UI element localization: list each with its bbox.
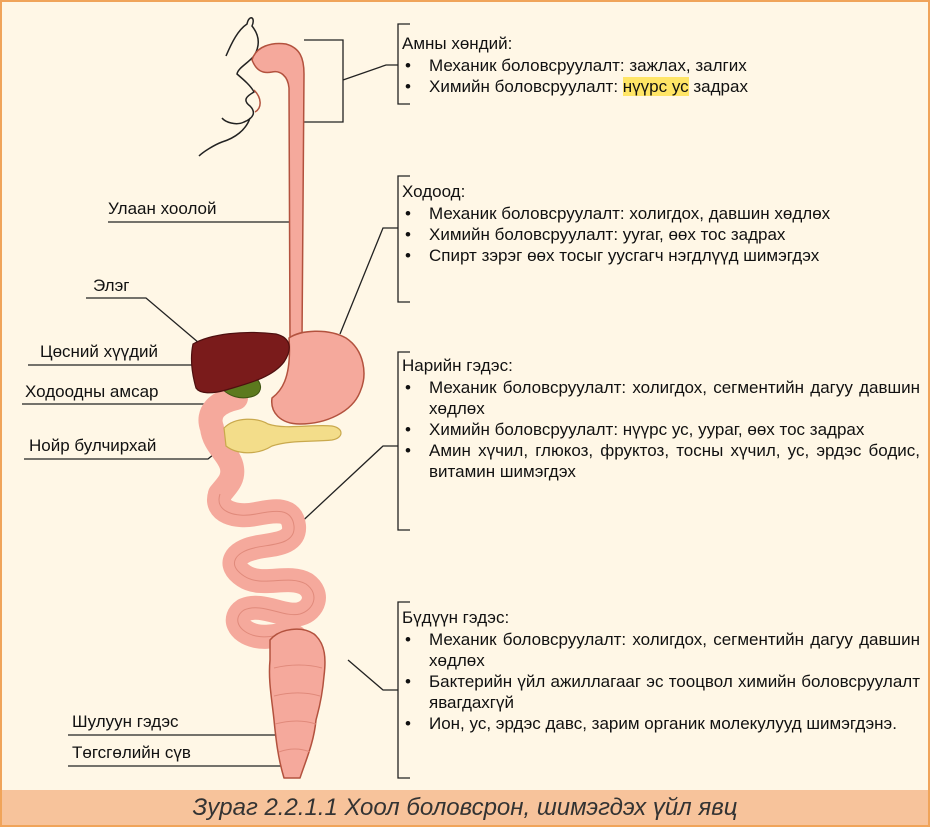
small-intestine-bracket bbox=[398, 352, 410, 530]
stomach-bracket bbox=[398, 176, 410, 302]
caption-bar: Зураг 2.2.1.1 Хоол боловсрон, шимэгдэх ү… bbox=[2, 790, 928, 825]
large-intestine-bracket bbox=[398, 602, 410, 778]
mouth-bracket bbox=[398, 24, 410, 104]
figure-caption: Зураг 2.2.1.1 Хоол боловсрон, шимэгдэх ү… bbox=[193, 794, 738, 822]
section-brackets bbox=[0, 0, 930, 790]
